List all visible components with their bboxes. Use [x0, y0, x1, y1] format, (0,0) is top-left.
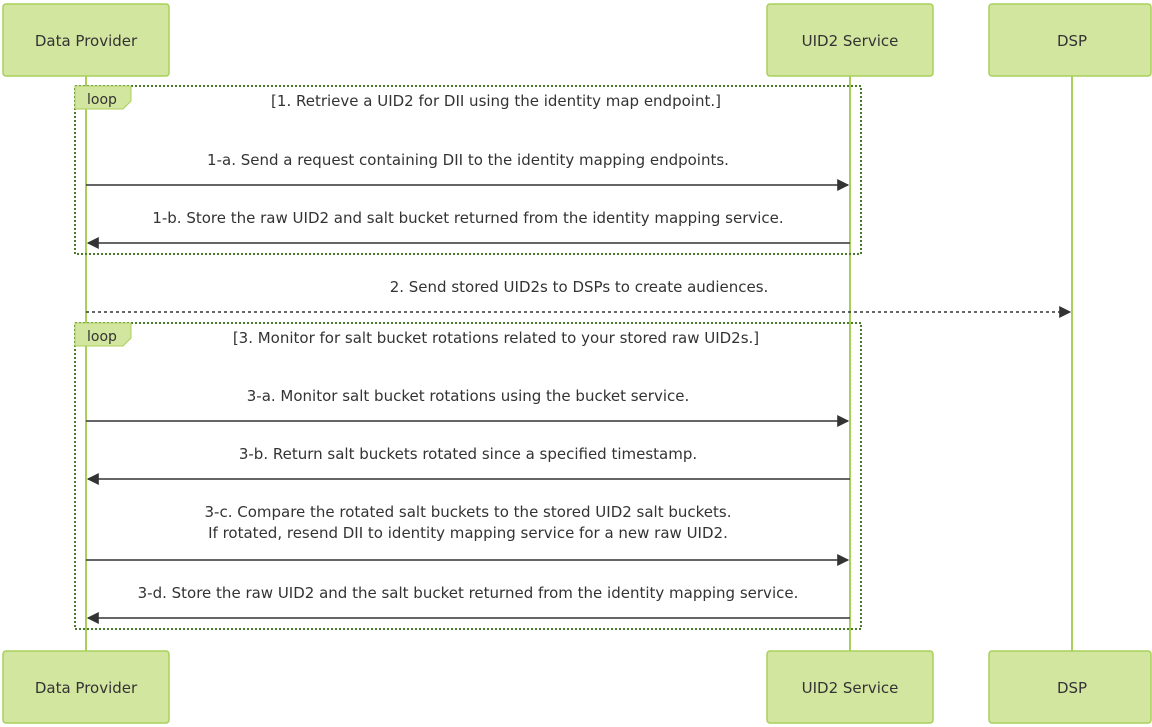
- actor-label: DSP: [1057, 32, 1087, 50]
- actor-label: Data Provider: [35, 679, 138, 697]
- message-2-label: 2. Send stored UID2s to DSPs to create a…: [390, 278, 769, 296]
- message-1a-label: 1-a. Send a request containing DII to th…: [207, 151, 729, 169]
- message-3a-label: 3-a. Monitor salt bucket rotations using…: [247, 387, 689, 405]
- actor-label: UID2 Service: [802, 32, 899, 50]
- actor-dsp-bottom: DSP: [988, 650, 1152, 724]
- loop-tag: loop: [87, 329, 117, 345]
- loop-title: [1. Retrieve a UID2 for DII using the id…: [271, 92, 721, 110]
- loop-frame-1: loop [1. Retrieve a UID2 for DII using t…: [74, 85, 862, 255]
- actor-label: Data Provider: [35, 32, 138, 50]
- message-3c-label-line1: 3-c. Compare the rotated salt buckets to…: [204, 503, 731, 521]
- actor-data-provider-bottom: Data Provider: [2, 650, 170, 724]
- loop-frame-2: loop [3. Monitor for salt bucket rotatio…: [74, 322, 862, 630]
- message-3d-label: 3-d. Store the raw UID2 and the salt buc…: [138, 584, 799, 602]
- actor-label: DSP: [1057, 679, 1087, 697]
- message-3b-label: 3-b. Return salt buckets rotated since a…: [239, 445, 697, 463]
- loop-title: [3. Monitor for salt bucket rotations re…: [233, 329, 759, 347]
- actor-uid2-service-bottom: UID2 Service: [766, 650, 934, 724]
- message-1b-label: 1-b. Store the raw UID2 and salt bucket …: [152, 209, 783, 227]
- actor-label: UID2 Service: [802, 679, 899, 697]
- actor-data-provider-top: Data Provider: [2, 3, 170, 77]
- actor-dsp-top: DSP: [988, 3, 1152, 77]
- actor-uid2-service-top: UID2 Service: [766, 3, 934, 77]
- loop-tag: loop: [87, 92, 117, 108]
- message-3c-label-line2: If rotated, resend DII to identity mappi…: [208, 524, 728, 542]
